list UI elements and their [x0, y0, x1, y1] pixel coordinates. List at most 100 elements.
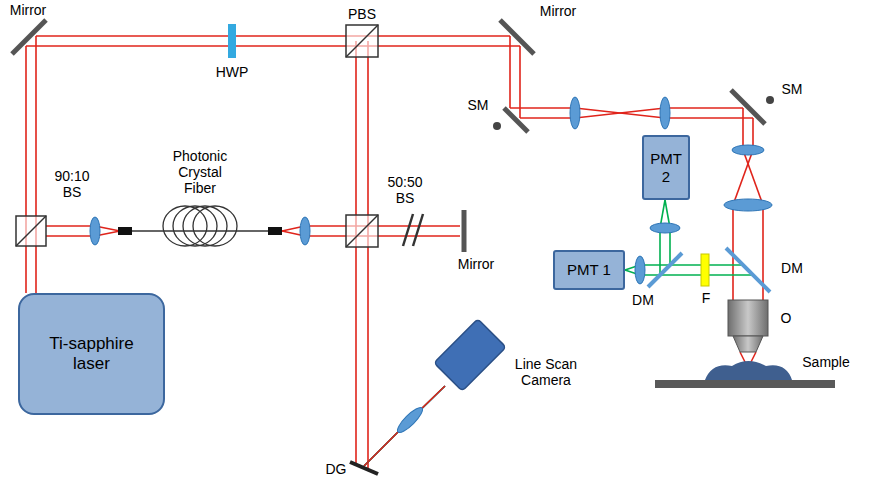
lens [300, 217, 310, 245]
part-label: 90:10 BS [50, 168, 94, 200]
fiber-coupler [118, 227, 132, 235]
laser-beam [26, 45, 520, 47]
glass-plate [403, 214, 413, 246]
mirror [504, 108, 528, 132]
part-label: Mirror [3, 2, 53, 18]
mirror [731, 90, 765, 124]
laser-beam [367, 41, 369, 468]
fiber-coil [193, 206, 237, 246]
laser-beam [510, 107, 575, 109]
dispersed-light [364, 386, 445, 466]
laser-beam [25, 46, 27, 293]
dispersed-light [364, 386, 445, 466]
filter [701, 254, 709, 286]
stage-plate [655, 380, 835, 388]
lens [394, 404, 425, 435]
fiber-coil [173, 206, 217, 246]
dispersed-light [364, 386, 445, 466]
line-scan-camera [434, 319, 506, 391]
fiber-coil [163, 206, 207, 246]
fluorescence-beam [640, 264, 743, 266]
part-label: Sample [796, 354, 856, 370]
beam-splitter-cube [16, 216, 46, 246]
part-label: SM [465, 97, 491, 113]
node-label: PMT 1 [567, 261, 611, 278]
mirror [462, 210, 467, 252]
dichroic-mirror [648, 253, 682, 287]
part-label: Mirror [533, 3, 583, 19]
detector-box: PMT 1 [553, 250, 625, 290]
detector-box: PMT 2 [642, 135, 690, 200]
objective [733, 336, 763, 352]
fluorescence-beam [669, 228, 671, 265]
laser-beam [35, 36, 37, 293]
objective [728, 300, 768, 336]
laser-beam [742, 108, 744, 150]
laser-beam [305, 225, 460, 227]
fluorescence-beam [659, 228, 661, 275]
beam-splitter-cube [346, 215, 378, 247]
lens [732, 145, 764, 155]
glass-plate [403, 214, 423, 246]
part-label: Photonic Crystal Fiber [165, 148, 235, 196]
laser-beam [305, 235, 460, 237]
laser-beam [575, 108, 665, 118]
laser-beam [36, 35, 510, 37]
lens [635, 256, 645, 284]
laser-beam [665, 117, 753, 119]
laser-beam [46, 225, 95, 227]
fiber-coupler [268, 227, 282, 235]
laser-beam [743, 150, 763, 205]
part-label: O [777, 310, 795, 326]
part-label: SM [779, 81, 805, 97]
laser-beam [520, 117, 575, 119]
node-label: PMT 2 [647, 150, 685, 185]
part-label: HWP [210, 64, 254, 80]
part-label: Line Scan Camera [505, 356, 587, 388]
beam-splitter-cube [16, 216, 46, 246]
lens [650, 223, 680, 233]
mirror [500, 20, 534, 54]
dispersed-light [364, 386, 445, 466]
laser-beam [509, 36, 511, 108]
photonic-crystal-fiber [132, 230, 268, 231]
lens [724, 199, 772, 211]
part-label: DM [779, 260, 805, 276]
part-label: 50:50 BS [383, 174, 427, 206]
laser-beam [575, 108, 665, 118]
part-label: F [698, 290, 714, 306]
glass-plate [413, 214, 423, 246]
fiber-coil [163, 206, 237, 246]
diffraction-grating [350, 462, 378, 474]
mirror [12, 20, 765, 252]
mirror [12, 20, 46, 54]
mirror-knob [493, 122, 501, 130]
lens [90, 217, 100, 245]
beam-splitter-cube [346, 215, 378, 247]
half-wave-plate [228, 24, 236, 58]
dichroic-mirror [726, 248, 770, 292]
mirror-knob [766, 96, 774, 104]
objective [728, 300, 768, 352]
sample [705, 361, 792, 380]
laser-beam [665, 107, 743, 109]
laser-beam [733, 150, 753, 205]
laser-box: Ti-sapphire laser [18, 293, 165, 415]
node-label: Ti-sapphire laser [44, 334, 139, 373]
part-label: DM [630, 292, 656, 308]
beam-splitter-cube [346, 25, 378, 57]
lens [660, 97, 670, 129]
part-label: DG [323, 461, 349, 477]
laser-beam [46, 235, 95, 237]
beam-splitter-cube [16, 25, 378, 247]
fiber-coupler [118, 227, 282, 235]
photonic-crystal-fiber [132, 230, 268, 231]
dichroic-mirror [648, 248, 770, 292]
beam-splitter-cube [346, 25, 378, 57]
fiber-coil [183, 206, 227, 246]
part-label: Mirror [451, 256, 501, 272]
part-label: PBS [342, 6, 382, 22]
laser-beam [355, 41, 357, 464]
mirror-knob [493, 96, 774, 130]
